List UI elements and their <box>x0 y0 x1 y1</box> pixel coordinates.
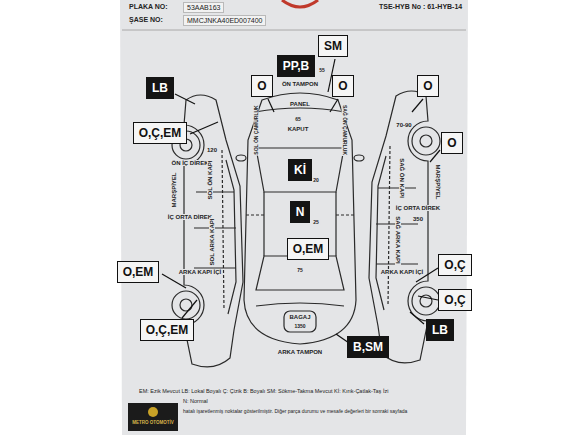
part-name: SOL ÖN ÇAMURLUK <box>254 104 259 155</box>
damage-code-box: O,Ç,EM <box>140 319 195 341</box>
damage-code-box-dark: LB <box>426 319 454 341</box>
part-name: ARKA KAPI İÇİ <box>178 269 222 275</box>
field-value: MMCJNKA40ED007400 <box>183 15 266 26</box>
damage-code-box-dark: N <box>290 201 311 223</box>
dimension-number: 65 <box>294 117 302 122</box>
damage-code-box: O,EM <box>117 261 160 283</box>
damage-code: PP,B <box>283 59 309 73</box>
part-name: BAGAJ <box>288 314 311 320</box>
damage-code: O,Ç,EM <box>146 323 189 337</box>
damage-code: LB <box>152 81 168 95</box>
part-name: ÖN TAMPON <box>281 81 319 87</box>
damage-code: B,SM <box>353 340 383 354</box>
damage-code: O,Ç,EM <box>139 126 182 140</box>
damage-code-box-dark: PP,B <box>277 55 315 77</box>
dimension-number: 20 <box>312 178 320 183</box>
part-name: SAĞ ÖN KAPI <box>399 157 405 199</box>
header-text: TSE-HYB No : 61-HYB-14 <box>378 3 463 10</box>
damage-code: O,EM <box>293 242 324 256</box>
damage-code-box: O,Ç,EM <box>133 122 188 144</box>
part-name: ÖN İÇ DİREK <box>170 160 209 166</box>
field-value: 53AAB163 <box>183 2 224 13</box>
dimension-number: 75 <box>296 268 304 273</box>
part-name: MARŞPİYEL <box>171 171 177 208</box>
part-name: ARKA KAPI İÇİ <box>380 269 424 275</box>
damage-code: N <box>296 205 305 219</box>
damage-code-box: O,EM <box>287 238 330 260</box>
header-text: ŞASE NO: <box>128 16 164 23</box>
damage-code: LB <box>432 323 448 337</box>
damage-code-box: SM <box>318 35 348 57</box>
damage-code: Kİ <box>294 163 306 177</box>
part-name: PANEL <box>289 101 311 107</box>
damage-code-box-dark: LB <box>146 77 174 99</box>
part-name: KAPUT <box>287 126 310 132</box>
damage-code: O,EM <box>123 265 154 279</box>
damage-code-box: O,Ç <box>438 254 471 276</box>
dimension-number: 55 <box>318 68 326 73</box>
damage-code-box-dark: B,SM <box>347 336 389 358</box>
logo-text: METRO OTOMOTİV <box>131 421 174 426</box>
legend-text: EM: Ezik Mevcut LB: Lokal Boyalı Ç: Çizi… <box>138 389 389 395</box>
damage-code-box: O,Ç <box>438 289 471 311</box>
damage-code-box: O <box>441 132 462 154</box>
part-name: MARŞPİYEL <box>435 163 441 200</box>
damage-code-box: O <box>417 75 438 97</box>
dimension-number: 25 <box>312 220 320 225</box>
part-name: İÇ ORTA DİREK <box>167 214 213 220</box>
part-name: İÇ ORTA DİREK <box>395 205 441 211</box>
part-name: SAĞ ÖN ÇAMURLUK <box>342 104 347 156</box>
part-name: SAĞ ARKA KAPI <box>395 215 401 265</box>
part-name: SOL ARKA KAPI <box>209 218 215 267</box>
damage-code: O <box>447 136 456 150</box>
damage-code: O,Ç <box>444 258 465 272</box>
damage-code-box: O <box>251 75 272 97</box>
dimension-number: 1350 <box>293 324 306 329</box>
dimension-number: 120 <box>206 147 218 153</box>
damage-code: O,Ç <box>444 293 465 307</box>
dimension-number: 70-90 <box>395 122 412 128</box>
dimension-number: 350 <box>412 216 424 222</box>
damage-code: O <box>257 79 266 93</box>
damage-code: O <box>423 79 432 93</box>
damage-code-box: O <box>332 75 353 97</box>
damage-code: O <box>338 79 347 93</box>
part-name: SOL ÖN KAPI <box>207 160 213 201</box>
damage-code: SM <box>324 39 342 53</box>
header-text: PLAKA NO: <box>128 3 169 10</box>
legend-text: N: Normal <box>182 399 209 405</box>
leader-lines <box>162 59 440 343</box>
note-text: hatalı işaretlenmiş noktalar gösterilmiş… <box>182 408 456 414</box>
damage-code-box-dark: Kİ <box>288 159 312 181</box>
part-name: ARKA TAMPON <box>277 349 323 355</box>
